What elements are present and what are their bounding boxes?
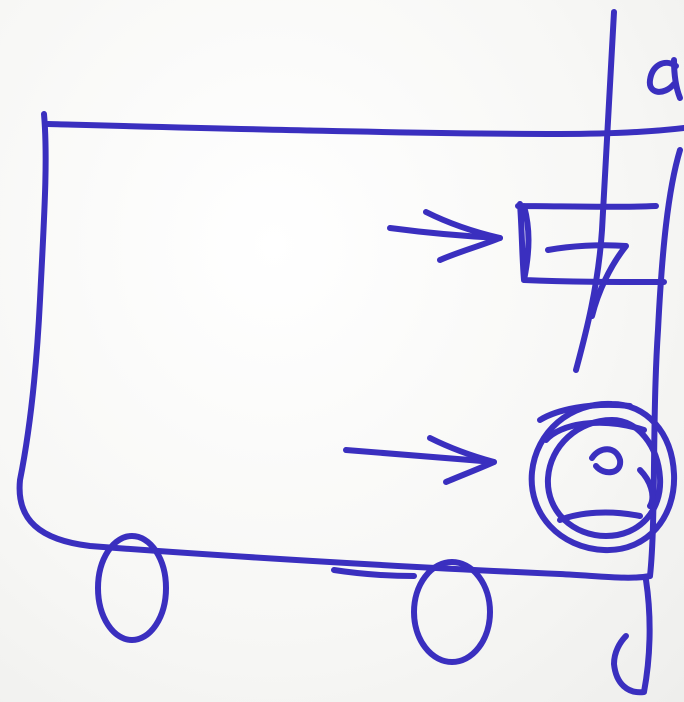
corner-letter-q	[650, 60, 680, 98]
cart-top-edge	[48, 124, 684, 134]
axle-stroke	[334, 570, 414, 576]
right-wheel	[414, 562, 490, 662]
bottom-right-hook	[614, 580, 650, 692]
